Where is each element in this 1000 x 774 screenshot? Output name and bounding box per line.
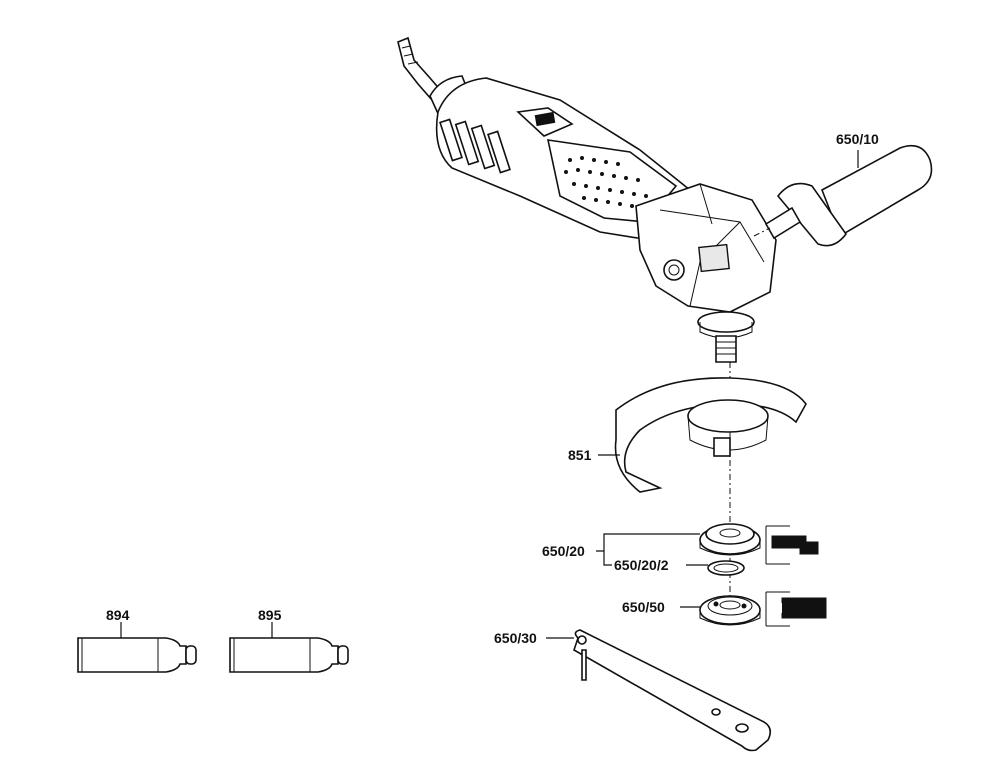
label-650-20: 650/20: [542, 543, 585, 559]
mounting-flange: [699, 523, 761, 556]
air-vents: [439, 118, 511, 174]
two-pin-spanner: 650/30: [494, 629, 772, 752]
label-851: 851: [568, 447, 592, 463]
grease-tube-895: 895: [229, 607, 349, 673]
guard-clamp: [713, 437, 731, 457]
o-ring: [707, 560, 745, 576]
spindle-lock-button: [698, 243, 730, 273]
flange-section-icon: [765, 525, 819, 565]
side-handle-guard: [776, 182, 847, 247]
label-leader-650-20: [596, 533, 700, 566]
clamping-nut: 650/50: [622, 595, 761, 626]
spindle: [715, 335, 737, 363]
label-group-650-20: 650/20 650/20/2: [542, 533, 708, 573]
grease-tube-894: 894: [77, 607, 197, 673]
label-894: 894: [106, 607, 130, 623]
side-handle: 650/10: [753, 131, 933, 247]
label-650-30: 650/30: [494, 630, 537, 646]
label-650-20-2: 650/20/2: [614, 557, 669, 573]
grip-dots: [564, 156, 648, 210]
nut-section-icon: [765, 591, 827, 627]
angle-grinder-body: [397, 36, 777, 363]
spindle-flange: [697, 311, 755, 333]
side-handle-grip: [820, 144, 933, 238]
label-650-10: 650/10: [836, 131, 879, 147]
side-handle-thread: [663, 259, 685, 281]
label-650-50: 650/50: [622, 599, 665, 615]
side-handle-stud: [764, 206, 802, 240]
wheel-guard: 851: [568, 377, 807, 493]
guard-shell: [614, 377, 807, 493]
label-895: 895: [258, 607, 282, 623]
guard-collar: [687, 399, 769, 433]
